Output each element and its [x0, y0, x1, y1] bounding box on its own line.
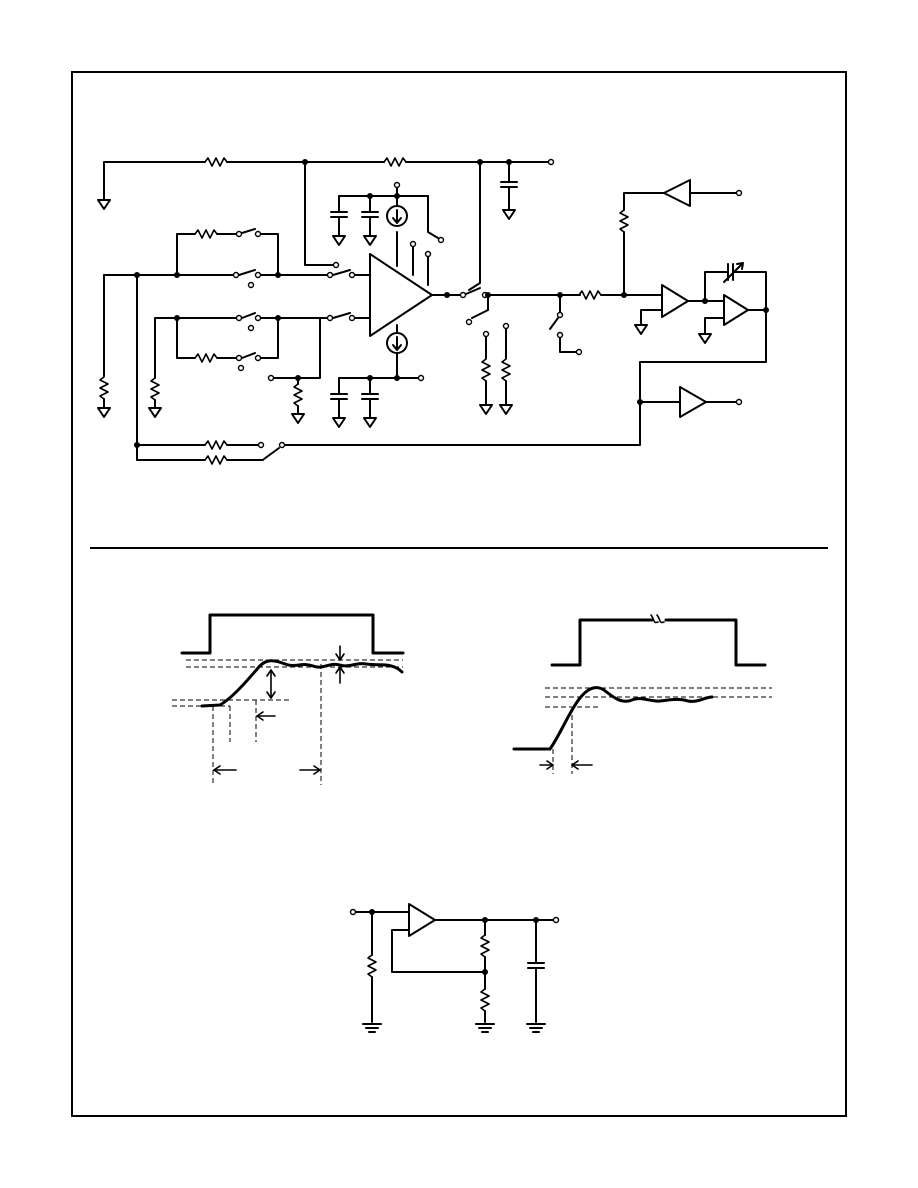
- sample-and-hold-schematic: [97, 157, 769, 465]
- main-amplifier: [369, 253, 433, 337]
- unity-gain-buffer-schematic: [349, 903, 560, 1033]
- acquisition-and-settling-waveforms: [172, 613, 772, 785]
- page-frame: [71, 71, 847, 1117]
